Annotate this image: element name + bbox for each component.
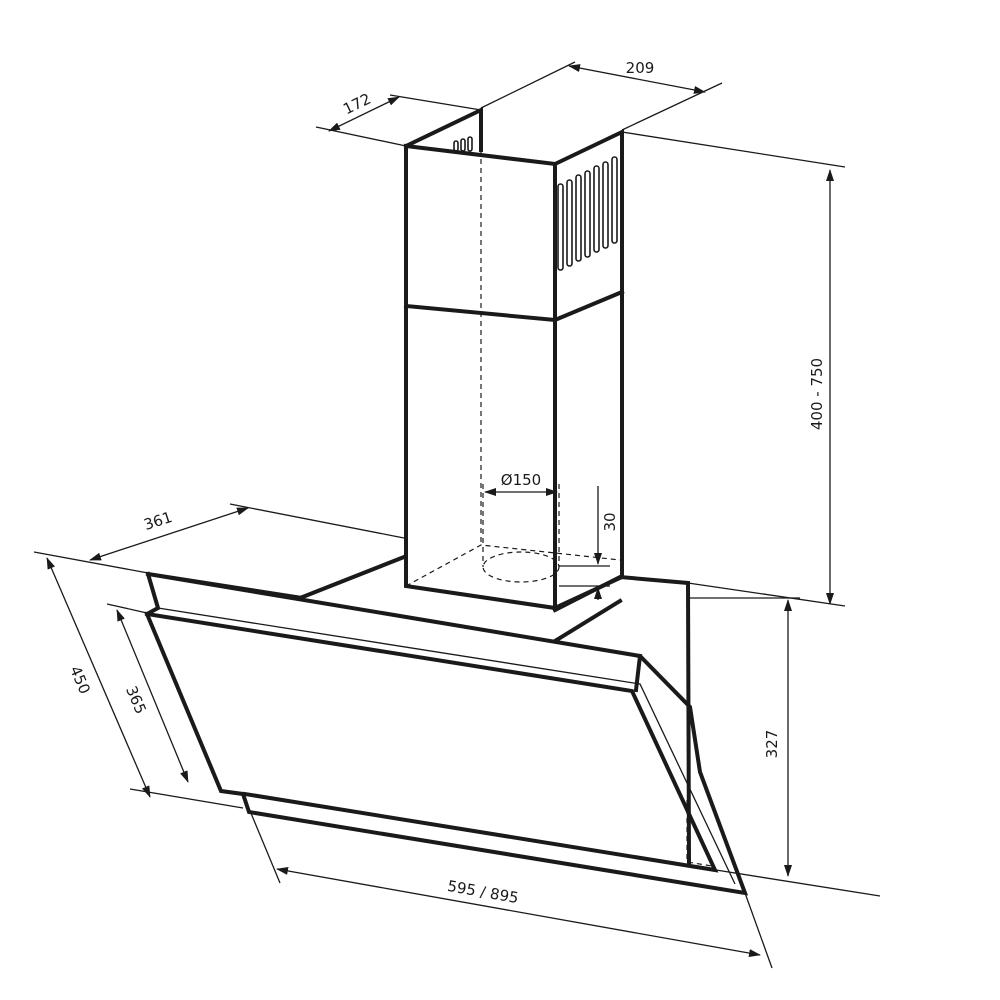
air-outlet — [482, 484, 560, 583]
glass-panel-edge — [157, 607, 736, 885]
dimension-lines — [33, 61, 881, 969]
vent-slots-right — [557, 156, 618, 271]
label-chimney-depth: 172 — [340, 90, 374, 119]
glass-panel-inner — [144, 611, 719, 873]
label-chimney-width: 209 — [626, 59, 655, 77]
label-hood-depth-top: 361 — [142, 508, 175, 534]
housing-right-edge — [552, 598, 623, 644]
label-canopy-slant-inner: 365 — [122, 683, 150, 716]
label-outlet-offset: 30 — [601, 512, 619, 531]
glass-panel-lip — [633, 653, 643, 693]
dimension-labels: 209 172 400 - 750 Ø150 30 361 450 365 32… — [66, 59, 826, 907]
chimney-hidden-edges — [405, 150, 621, 587]
hood-hidden-edge — [686, 800, 713, 867]
hood-top-plate — [297, 554, 692, 865]
label-hood-width: 595 / 895 — [446, 877, 520, 907]
chimney — [403, 106, 625, 611]
label-outlet-diameter: Ø150 — [501, 471, 541, 489]
label-height-range: 400 - 750 — [808, 358, 826, 430]
label-canopy-slant-outer: 450 — [66, 663, 94, 696]
vent-slots-left — [453, 136, 473, 152]
chimney-lower-section — [403, 289, 625, 611]
label-hood-height: 327 — [763, 730, 781, 759]
glass-panel-outer — [144, 571, 749, 896]
hood-body — [144, 554, 749, 896]
